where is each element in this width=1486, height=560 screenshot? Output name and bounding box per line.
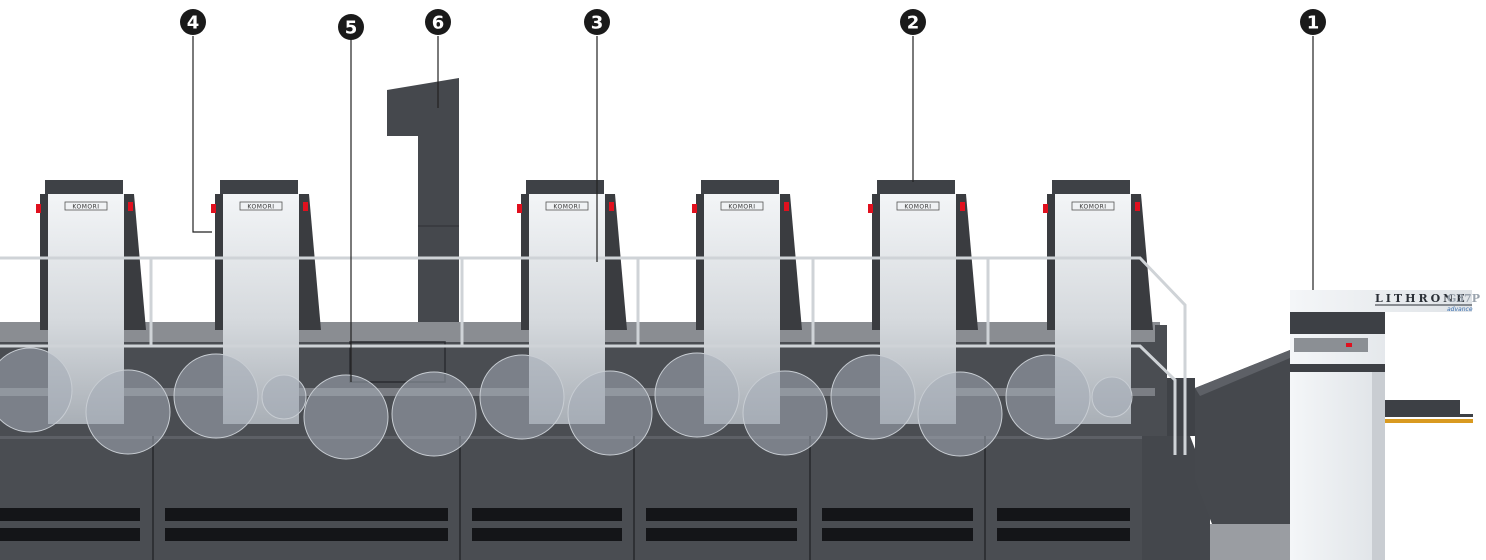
callouts: 1 2 3 4 5 6 — [180, 9, 1326, 40]
cylinder — [742, 370, 828, 456]
callout-number: 3 — [591, 13, 604, 34]
brand-label: KOMORI — [728, 204, 755, 211]
cylinder — [173, 353, 259, 439]
callout-badge — [584, 9, 610, 35]
callout-number: 5 — [345, 18, 358, 39]
perfecting-unit — [349, 341, 446, 383]
feeder-transition — [1195, 350, 1290, 560]
callout-number: 1 — [1307, 13, 1320, 34]
callout-badge — [180, 9, 206, 35]
cylinder — [303, 374, 389, 460]
callout-badge — [900, 9, 926, 35]
cylinder — [830, 354, 916, 440]
cylinder — [917, 371, 1003, 457]
callout-number: 4 — [187, 13, 200, 34]
callout-4: 4 — [180, 9, 206, 35]
brand-label: KOMORI — [247, 204, 274, 211]
callout-number: 2 — [907, 13, 920, 34]
callout-badge — [425, 9, 451, 35]
callout-5: 5 — [338, 14, 364, 40]
model-suffix: G37P — [1447, 292, 1480, 305]
cylinder — [654, 352, 740, 438]
tower — [387, 78, 459, 322]
leader-lines — [192, 36, 1314, 382]
brand-label: KOMORI — [553, 204, 580, 211]
model-name: LITHRONE — [1375, 292, 1468, 305]
cylinder — [1091, 376, 1133, 418]
brand-label: KOMORI — [72, 204, 99, 211]
callout-2: 2 — [900, 9, 926, 35]
cylinder — [1005, 354, 1091, 440]
brand-label: KOMORI — [1079, 204, 1106, 211]
callout-number: 6 — [432, 13, 445, 34]
cylinders — [0, 347, 1133, 460]
cylinder — [479, 354, 565, 440]
cylinder — [261, 374, 307, 420]
cylinder — [0, 347, 73, 433]
cylinder — [391, 371, 477, 457]
callout-6: 6 — [425, 9, 451, 35]
guard-rail — [0, 256, 1187, 455]
cylinder — [85, 369, 171, 455]
callout-3: 3 — [584, 9, 610, 35]
callout-1: 1 — [1300, 9, 1326, 35]
brand-label: KOMORI — [904, 204, 931, 211]
model-subtitle: advance — [1447, 306, 1473, 313]
feeder: LITHRONE G37P advance — [1290, 290, 1480, 560]
callout-badge — [338, 14, 364, 40]
cylinder — [567, 370, 653, 456]
callout-badge — [1300, 9, 1326, 35]
